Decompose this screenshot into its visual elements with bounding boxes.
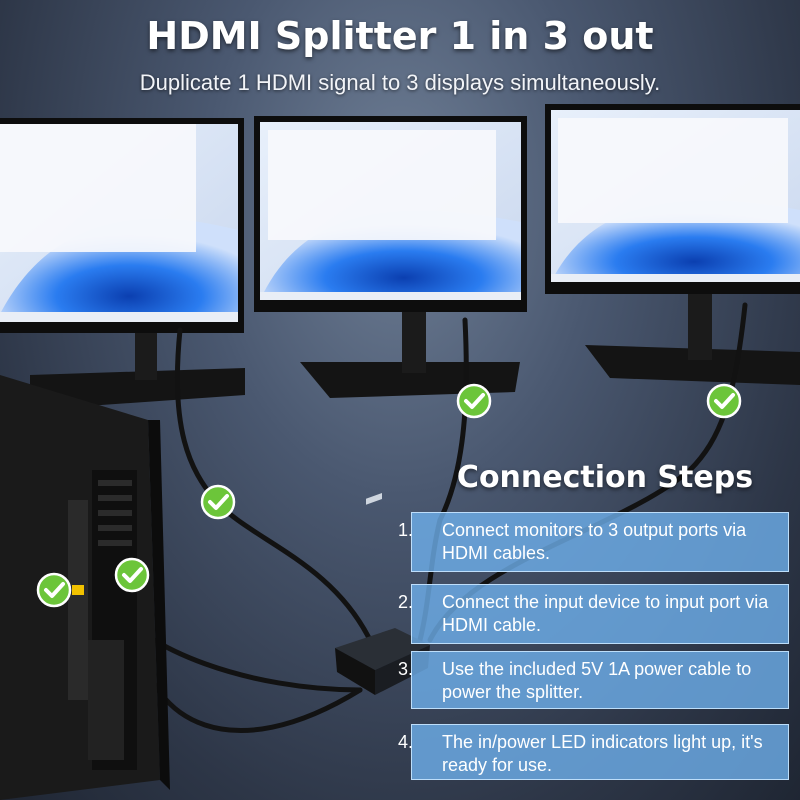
check-icon: [114, 557, 150, 593]
monitor-left: [0, 118, 245, 410]
check-icon: [200, 484, 236, 520]
step-number: 2.: [398, 592, 414, 612]
monitor-center: [254, 116, 527, 398]
check-icon: [36, 572, 72, 608]
connection-step-4: 4. The in/power LED indicators light up, …: [398, 724, 789, 780]
step-text: Connect the input device to input port v…: [442, 592, 769, 635]
check-icon: [456, 383, 492, 419]
step-number: 4.: [398, 732, 414, 752]
connection-step-3: 3. Use the included 5V 1A power cable to …: [398, 651, 789, 709]
connection-step-1: 1. Connect monitors to 3 output ports via…: [398, 512, 789, 572]
step-number: 1.: [398, 520, 414, 540]
connection-steps-heading: Connection Steps: [456, 460, 754, 495]
monitor-right: [545, 104, 800, 385]
step-text: The in/power LED indicators light up, it…: [442, 732, 763, 775]
check-icon: [706, 383, 742, 419]
step-text: Connect monitors to 3 output ports via H…: [442, 520, 747, 563]
pc-tower: [0, 375, 170, 800]
connection-step-2: 2. Connect the input device to input port…: [398, 584, 789, 644]
step-text: Use the included 5V 1A power cable to po…: [442, 659, 752, 702]
page-subtitle: Duplicate 1 HDMI signal to 3 displays si…: [139, 70, 661, 95]
step-number: 3.: [398, 659, 414, 679]
page-title: HDMI Splitter 1 in 3 out: [146, 14, 654, 58]
